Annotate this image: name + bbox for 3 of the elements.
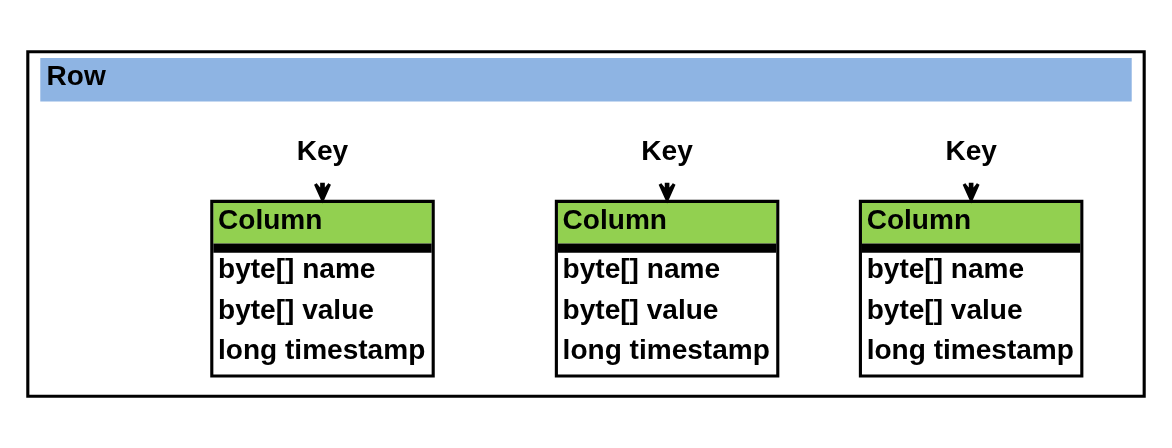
- node-text: Key: [641, 134, 693, 166]
- node-text: Key: [296, 134, 349, 166]
- node-text: Key: [945, 134, 997, 166]
